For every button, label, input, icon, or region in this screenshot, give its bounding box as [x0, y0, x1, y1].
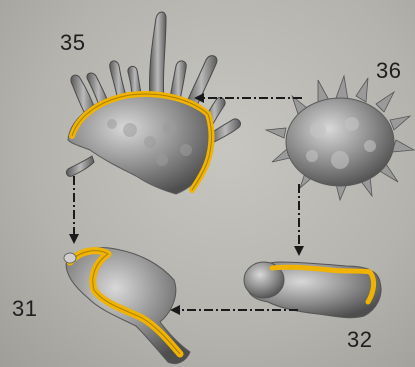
- label-35: 35: [60, 30, 85, 56]
- label-32: 32: [347, 327, 372, 353]
- label-31: 31: [12, 296, 37, 322]
- segment-32: [244, 262, 381, 318]
- spiny-cell-36: [266, 76, 414, 200]
- shaft-35: [68, 92, 212, 194]
- dendrite-35: [66, 12, 240, 194]
- segment-31: [64, 248, 190, 364]
- body-36: [286, 98, 394, 186]
- label-36: 36: [376, 58, 401, 84]
